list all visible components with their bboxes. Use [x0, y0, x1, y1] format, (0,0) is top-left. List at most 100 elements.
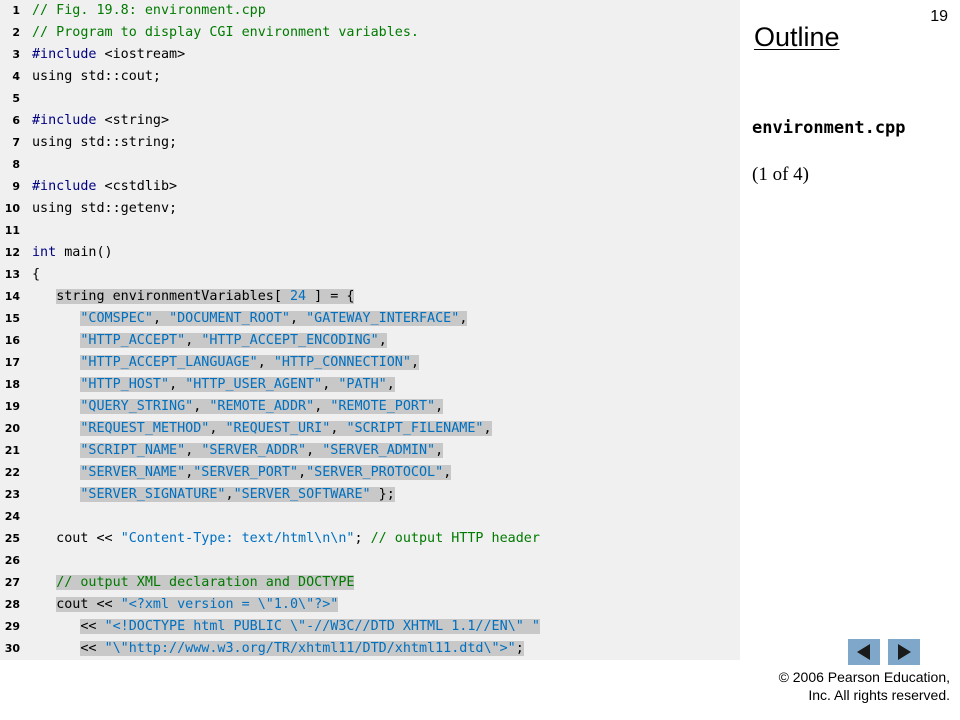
- code-line: 13{: [0, 264, 740, 286]
- code-line: 17 "HTTP_ACCEPT_LANGUAGE", "HTTP_CONNECT…: [0, 352, 740, 374]
- highlighted-code: "HTTP_ACCEPT", "HTTP_ACCEPT_ENCODING",: [80, 333, 387, 348]
- highlighted-code: "QUERY_STRING", "REMOTE_ADDR", "REMOTE_P…: [80, 399, 444, 414]
- code-text: #include <iostream>: [32, 44, 185, 66]
- line-number: 16: [4, 334, 20, 347]
- code-token: ,: [443, 465, 452, 480]
- code-text: "COMSPEC", "DOCUMENT_ROOT", "GATEWAY_INT…: [32, 308, 468, 330]
- code-line: 9#include <cstdlib>: [0, 176, 740, 198]
- code-text: // output XML declaration and DOCTYPE: [32, 572, 355, 594]
- triangle-right-icon: [898, 644, 911, 660]
- line-number: 17: [4, 356, 20, 369]
- code-line: 27 // output XML declaration and DOCTYPE: [0, 572, 740, 594]
- code-token: cout <<: [32, 531, 121, 546]
- code-token: ,: [435, 443, 444, 458]
- code-token: string environmentVariables[: [56, 289, 290, 304]
- code-indent: [32, 641, 80, 656]
- code-text: "QUERY_STRING", "REMOTE_ADDR", "REMOTE_P…: [32, 396, 444, 418]
- code-line: 25 cout << "Content-Type: text/html\n\n"…: [0, 528, 740, 550]
- code-token-string: "Content-Type: text/html\n\n": [120, 531, 355, 546]
- code-token: ;: [354, 531, 371, 546]
- code-text: "HTTP_HOST", "HTTP_USER_AGENT", "PATH",: [32, 374, 395, 396]
- code-line: 21 "SCRIPT_NAME", "SERVER_ADDR", "SERVER…: [0, 440, 740, 462]
- code-text: << "<!DOCTYPE html PUBLIC \"-//W3C//DTD …: [32, 616, 540, 638]
- code-token: {: [32, 267, 41, 282]
- code-indent: [32, 377, 80, 392]
- code-token-number: 24: [289, 289, 307, 304]
- code-line: 18 "HTTP_HOST", "HTTP_USER_AGENT", "PATH…: [0, 374, 740, 396]
- line-number: 10: [4, 202, 20, 215]
- code-text: "REQUEST_METHOD", "REQUEST_URI", "SCRIPT…: [32, 418, 492, 440]
- code-token-string: "\"http://www.w3.org/TR/xhtml11/DTD/xhtm…: [104, 641, 516, 656]
- line-number: 26: [4, 554, 20, 567]
- line-number: 2: [12, 26, 20, 39]
- code-token-string: "REMOTE_PORT": [330, 399, 436, 414]
- code-token-string: "<?xml version = \"1.0\"?>": [120, 597, 339, 612]
- code-token: <<: [80, 641, 105, 656]
- outline-title: Outline: [754, 22, 840, 52]
- line-number: 25: [4, 532, 20, 545]
- part-label: (1 of 4): [752, 164, 809, 185]
- line-number: 11: [4, 224, 20, 237]
- code-token: ,: [410, 355, 419, 370]
- code-line: 24: [0, 506, 740, 528]
- code-token-keyword: #include: [32, 47, 97, 62]
- code-token-string: "SERVER_ADMIN": [322, 443, 436, 458]
- code-line: 3#include <iostream>: [0, 44, 740, 66]
- code-token-string: "<!DOCTYPE html PUBLIC \"-//W3C//DTD XHT…: [104, 619, 540, 634]
- highlighted-code: "SCRIPT_NAME", "SERVER_ADDR", "SERVER_AD…: [80, 443, 444, 458]
- previous-slide-button[interactable]: [848, 639, 880, 665]
- code-indent: [32, 289, 56, 304]
- code-token: ,: [169, 377, 186, 392]
- code-token: ,: [314, 399, 331, 414]
- code-token: ,: [483, 421, 492, 436]
- code-indent: [32, 619, 80, 634]
- code-line: 19 "QUERY_STRING", "REMOTE_ADDR", "REMOT…: [0, 396, 740, 418]
- code-indent: [32, 311, 80, 326]
- code-token-string: "HTTP_ACCEPT_LANGUAGE": [80, 355, 258, 370]
- highlighted-code: cout << "<?xml version = \"1.0\"?>": [56, 597, 339, 612]
- code-token-comment: // Program to display CGI environment va…: [32, 25, 419, 40]
- code-indent: [32, 333, 80, 348]
- code-token: ,: [322, 377, 339, 392]
- code-token: ,: [257, 355, 274, 370]
- code-token: <string>: [96, 113, 170, 128]
- code-token: ,: [209, 421, 226, 436]
- code-token-string: "GATEWAY_INTERFACE": [306, 311, 460, 326]
- next-slide-button[interactable]: [888, 639, 920, 665]
- code-text: string environmentVariables[ 24 ] = {: [32, 286, 355, 308]
- code-token-string: "SERVER_SIGNATURE": [80, 487, 226, 502]
- code-line: 5: [0, 88, 740, 110]
- line-number: 12: [4, 246, 20, 259]
- code-text: using std::getenv;: [32, 198, 177, 220]
- line-number: 20: [4, 422, 20, 435]
- code-text: // Fig. 19.8: environment.cpp: [32, 0, 266, 22]
- code-text: #include <string>: [32, 110, 169, 132]
- code-token: ,: [193, 399, 210, 414]
- code-token: ,: [290, 311, 307, 326]
- line-number: 1: [12, 4, 20, 17]
- line-number: 24: [4, 510, 20, 523]
- code-indent: [32, 597, 56, 612]
- code-token: using std::getenv;: [32, 201, 178, 216]
- code-token: };: [370, 487, 395, 502]
- code-token: ,: [386, 377, 395, 392]
- code-line: 8: [0, 154, 740, 176]
- code-token: ,: [152, 311, 170, 326]
- line-number: 22: [4, 466, 20, 479]
- code-token-string: "SERVER_SOFTWARE": [233, 487, 371, 502]
- highlighted-code: "REQUEST_METHOD", "REQUEST_URI", "SCRIPT…: [80, 421, 492, 436]
- copyright-line-2: Inc. All rights reserved.: [808, 687, 950, 703]
- code-token-string: "HTTP_CONNECTION": [273, 355, 411, 370]
- highlighted-code: "SERVER_SIGNATURE","SERVER_SOFTWARE" };: [80, 487, 395, 502]
- code-line: 10 using std::getenv;: [0, 198, 740, 220]
- line-number: 7: [12, 136, 20, 149]
- code-indent: [32, 443, 80, 458]
- code-token-string: "HTTP_ACCEPT": [80, 333, 186, 348]
- code-token: ,: [378, 333, 387, 348]
- code-indent: [32, 421, 80, 436]
- highlighted-code: "SERVER_NAME","SERVER_PORT","SERVER_PROT…: [80, 465, 452, 480]
- code-token: ,: [185, 465, 194, 480]
- triangle-left-icon: [857, 644, 870, 660]
